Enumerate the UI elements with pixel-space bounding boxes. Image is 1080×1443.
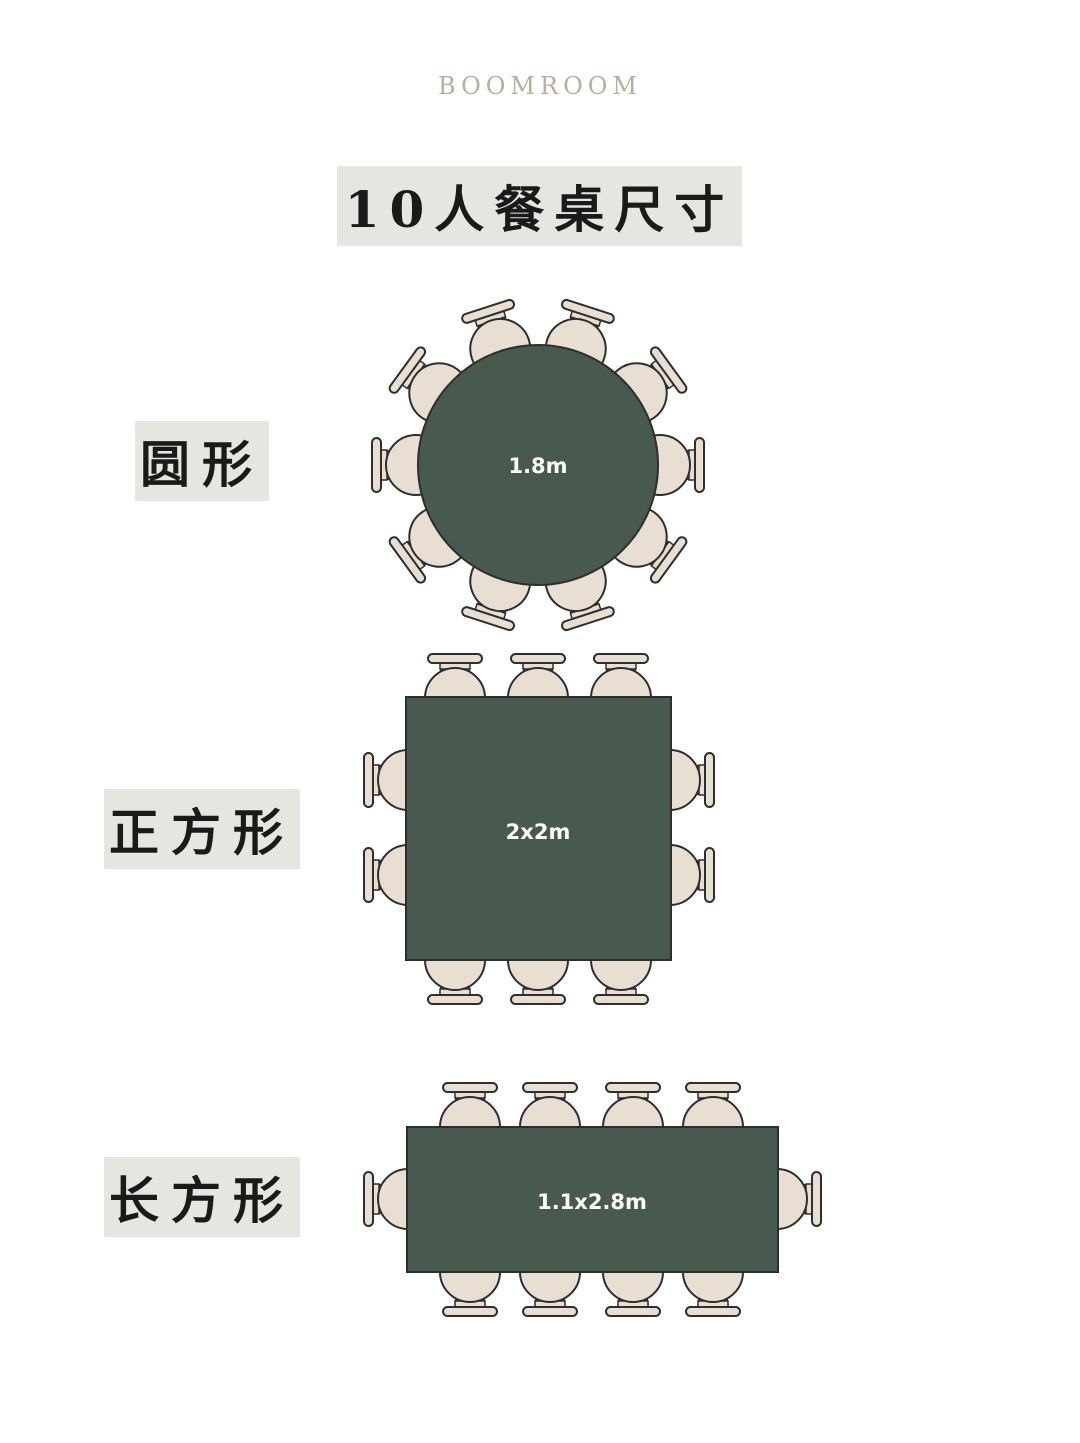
rectangle-table: [406, 1126, 779, 1273]
page-title: 10人餐桌尺寸: [337, 166, 742, 246]
square-table-label: 正方形: [104, 789, 300, 869]
round-table-label: 圆形: [135, 421, 269, 501]
round-table-size: 1.8m: [508, 454, 567, 478]
square-table: [405, 696, 672, 961]
rectangle-table-label: 长方形: [104, 1157, 300, 1237]
square-table-size: 2x2m: [506, 820, 571, 844]
rectangle-table-size: 1.1x2.8m: [537, 1190, 647, 1214]
brand-logo: BOOMROOM: [437, 72, 642, 100]
round-table: [417, 344, 659, 586]
